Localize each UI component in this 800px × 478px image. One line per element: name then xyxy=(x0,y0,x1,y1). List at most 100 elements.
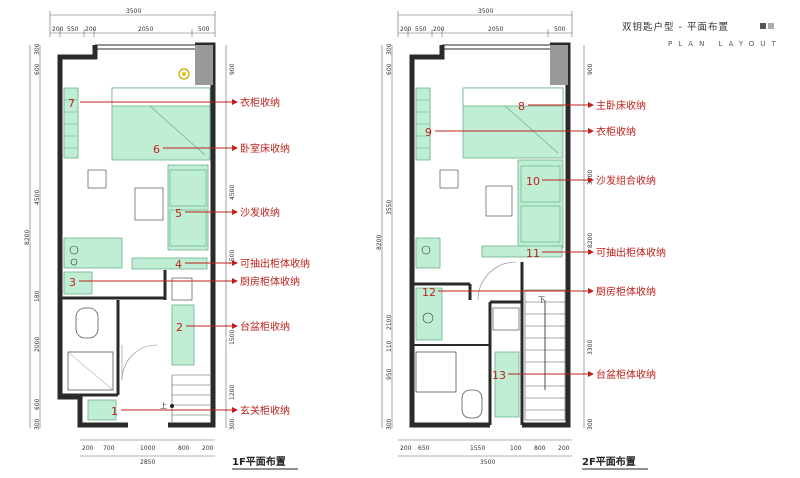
f1-dim-top-4: 2050 xyxy=(138,26,153,33)
f2-dim-left-0: 300 xyxy=(386,43,393,55)
f2-dim-left-7: 300 xyxy=(386,418,393,430)
f2-table xyxy=(485,185,513,217)
f2-dim-left-3: 8200 xyxy=(376,235,383,250)
f2-dim-bottom-4: 800 xyxy=(534,445,546,452)
f2-callout-num-9: 9 xyxy=(425,126,432,139)
f2-callout-label-8: 主卧床收纳 xyxy=(596,99,646,112)
f1-callout-num-2: 2 xyxy=(176,321,183,334)
f1-callout-label-7: 衣柜收纳 xyxy=(240,96,280,109)
f1-dim-left-0: 300 xyxy=(34,43,41,55)
f2-vanity xyxy=(494,351,520,418)
f2-kitchen-upper xyxy=(415,237,441,269)
floor1-plan: 3500 200 550 200 2050 500 xyxy=(24,8,298,470)
f2-dim-bottom-3: 100 xyxy=(510,445,522,452)
f1-callouts: 7 衣柜收纳 6 卧室床收纳 5 沙发收纳 4 可抽出柜体收纳 3 厨房柜体收纳… xyxy=(68,96,310,418)
f2-stair-mark: 下 xyxy=(538,296,545,304)
f1-dim-right-3: 1500 xyxy=(229,330,236,345)
f1-dim-top-5: 500 xyxy=(198,26,210,33)
f2-dim-left-6: 950 xyxy=(386,368,393,380)
f1-dim-top-3: 200 xyxy=(85,26,97,33)
f1-dim-left-3: 8200 xyxy=(24,230,31,245)
f2-callout-label-10: 沙发组合收纳 xyxy=(596,174,656,187)
f1-kitchen-lower xyxy=(63,271,93,295)
f1-dim-right-0: 900 xyxy=(229,63,236,75)
f1-dim-bottom-2: 1000 xyxy=(140,445,155,452)
f1-callout-num-1: 1 xyxy=(111,405,118,418)
f2-dim-bottom-1: 650 xyxy=(418,445,430,452)
f2-dim-top-2: 550 xyxy=(415,26,427,33)
f2-callout-label-11: 可抽出柜体收纳 xyxy=(596,246,666,259)
f2-plan-title: 2F平面布置 xyxy=(582,455,636,468)
f1-toilet xyxy=(75,307,99,339)
f2-dim-right-3: 3300 xyxy=(587,340,594,355)
f2-dim-bottom-total: 3500 xyxy=(480,459,495,466)
f2-dim-left-4: 110 xyxy=(386,340,393,352)
f1-dim-left-5: 2000 xyxy=(34,337,41,352)
f2-callout-num-12: 12 xyxy=(422,286,436,299)
f2-dim-right-2: 8200 xyxy=(587,233,594,248)
f1-dim-right-1: 4500 xyxy=(229,185,236,200)
f1-sofa xyxy=(167,164,209,251)
f1-callout-label-2: 台盆柜收纳 xyxy=(240,320,290,333)
f2-dim-bottom-5: 200 xyxy=(558,445,570,452)
f1-dim-bottom-4: 200 xyxy=(202,445,214,452)
f1-dim-bottom-0: 200 xyxy=(82,445,94,452)
f2-dim-left-5: 2100 xyxy=(386,315,393,330)
f1-dim-bottom-1: 700 xyxy=(103,445,115,452)
f2-dim-top-1: 200 xyxy=(400,26,412,33)
f1-callout-label-6: 卧室床收纳 xyxy=(240,142,290,155)
f2-dim-top-3: 200 xyxy=(433,26,445,33)
f2-toilet xyxy=(461,389,483,419)
f1-callout-num-3: 3 xyxy=(69,276,76,289)
f1-dim-left-1: 600 xyxy=(34,63,41,75)
f2-callout-num-11: 11 xyxy=(526,247,540,260)
f2-kitchen-lower xyxy=(415,287,443,341)
f2-dim-top-5: 500 xyxy=(554,26,566,33)
f2-dim-top-4: 2050 xyxy=(488,26,503,33)
f2-callout-label-9: 衣柜收纳 xyxy=(596,125,636,138)
f2-dim-bottom-0: 200 xyxy=(400,445,412,452)
f2-dim-right-1: 3200 xyxy=(587,170,594,185)
floor2-plan: 3500 200 550 200 2050 500 xyxy=(376,8,648,470)
header-swatch-dark xyxy=(760,23,766,29)
f2-callout-label-13: 台盆柜体收纳 xyxy=(596,368,656,381)
header-title-en: PLAN LAYOUT xyxy=(668,40,782,48)
f2-desk xyxy=(439,169,459,189)
f1-dim-left-7: 300 xyxy=(34,418,41,430)
f1-callout-num-5: 5 xyxy=(175,207,182,220)
f1-wardrobe xyxy=(63,87,79,159)
f2-callout-label-12: 厨房柜体收纳 xyxy=(596,285,656,298)
f1-dim-left-4: 180 xyxy=(34,290,41,302)
f2-dim-left-1: 600 xyxy=(386,63,393,75)
f1-dim-left-2: 4500 xyxy=(34,190,41,205)
f1-table xyxy=(134,187,164,221)
f1-entrance-cabinet xyxy=(87,399,117,421)
f2-dim-right-4: 300 xyxy=(587,418,594,430)
f2-dim-left-2: 3550 xyxy=(386,200,393,215)
f1-dim-bottom-total: 2850 xyxy=(140,459,155,466)
f1-callout-num-4: 4 xyxy=(175,258,182,271)
f2-dim-right-0: 900 xyxy=(587,63,594,75)
f1-callout-num-7: 7 xyxy=(68,97,75,110)
f1-dim-right-2: 1500 xyxy=(229,250,236,265)
f1-callout-num-6: 6 xyxy=(153,143,160,156)
f1-dim-bottom-3: 800 xyxy=(178,445,190,452)
f1-dim-left-6: 600 xyxy=(34,398,41,410)
f1-dim-top-total: 3500 xyxy=(126,8,141,15)
f1-dim-right-5: 300 xyxy=(229,418,236,430)
f2-callout-num-10: 10 xyxy=(526,175,540,188)
f1-dim-top-1: 200 xyxy=(52,26,64,33)
header-title-cn: 双钥匙户型 - 平面布置 xyxy=(622,21,729,33)
f2-callouts: 8 主卧床收纳 9 衣柜收纳 10 沙发组合收纳 11 可抽出柜体收纳 12 厨… xyxy=(422,99,666,382)
f1-stairs xyxy=(171,374,210,422)
f1-callout-label-4: 可抽出柜体收纳 xyxy=(240,257,310,270)
f2-callout-num-13: 13 xyxy=(492,369,506,382)
f2-callout-num-8: 8 xyxy=(518,100,525,113)
f2-sofa xyxy=(517,159,564,249)
f2-stairs xyxy=(524,289,566,421)
f1-kitchen-upper xyxy=(63,237,123,269)
f1-callout-label-3: 厨房柜体收纳 xyxy=(240,275,300,288)
f1-vanity xyxy=(171,304,195,366)
f1-dim-top-2: 550 xyxy=(67,26,79,33)
